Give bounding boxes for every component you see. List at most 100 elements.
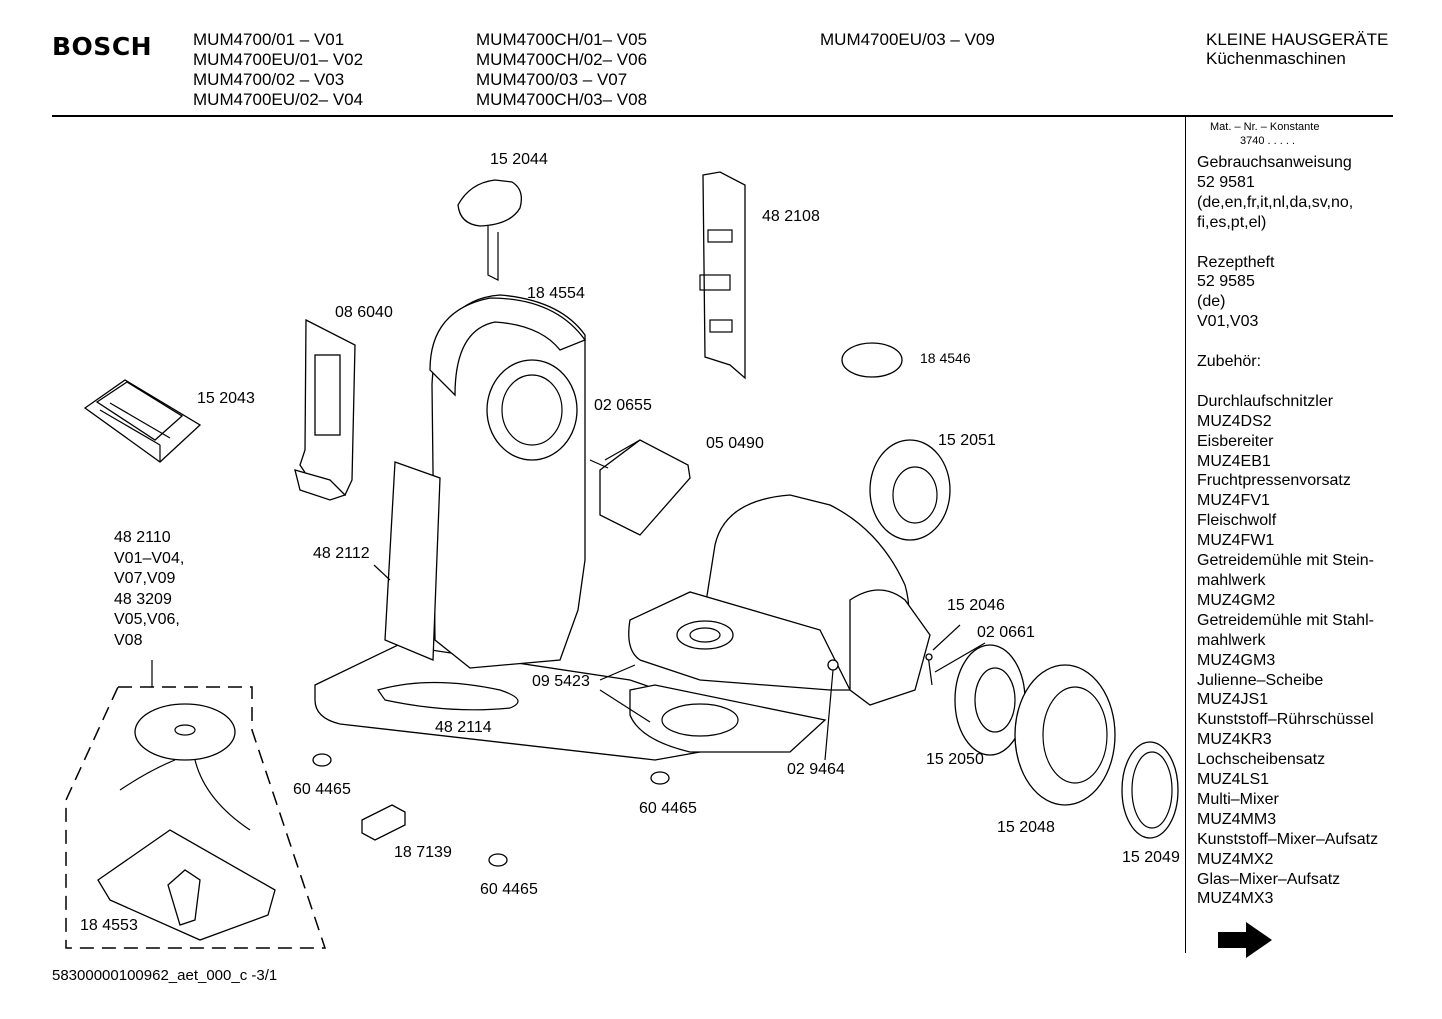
sidebar-line: Zubehör:	[1197, 353, 1262, 371]
part-label: 48 2108	[762, 208, 820, 225]
part-15-2049-drawing	[1121, 741, 1179, 839]
sidebar-line: Getreidemühle mit Stahl-	[1197, 611, 1374, 629]
part-label: 48 2112	[313, 545, 370, 562]
part-label: 18 7139	[394, 844, 452, 861]
sidebar-line: MUZ4MX2	[1197, 850, 1274, 868]
model-entry: MUM4700CH/01– V05	[476, 30, 648, 49]
part-label: V01–V04,	[114, 549, 185, 567]
part-label: 02 0661	[977, 624, 1035, 641]
part-60-4465-drawing	[312, 753, 670, 867]
model-list-col2: MUM4700CH/01– V05 MUM4700CH/02– V06 MUM4…	[476, 30, 647, 110]
model-list-col1: MUM4700/01 – V01 MUM4700EU/01– V02 MUM47…	[193, 30, 363, 110]
brand-logo: BOSCH	[52, 32, 153, 61]
sidebar-line: Gebrauchsanweisung	[1197, 154, 1352, 171]
sidebar-line: Lochscheibensatz	[1197, 751, 1326, 769]
sidebar-line: (de,en,fr,it,nl,da,sv,no,	[1197, 193, 1354, 211]
sidebar-line: Multi–Mixer	[1197, 790, 1279, 808]
sidebar-line: MUZ4LS1	[1197, 771, 1270, 789]
category-block: KLEINE HAUSGERÄTE Küchenmaschinen	[1206, 30, 1388, 68]
model-list-col3: MUM4700EU/03 – V09	[820, 30, 995, 50]
model-entry: MUM4700EU/02– V04	[193, 90, 364, 109]
part-label: 60 4465	[639, 800, 697, 817]
part-02-0655-drawing	[589, 459, 609, 469]
part-label: 15 2043	[197, 390, 255, 407]
part-15-2051-drawing	[869, 439, 951, 541]
sidebar-line: MUZ4KR3	[1197, 731, 1272, 749]
sidebar-line: fi,es,pt,el)	[1197, 213, 1267, 231]
part-label: 18 4546	[920, 350, 971, 366]
part-label: 48 2114	[435, 719, 492, 736]
category-title: KLEINE HAUSGERÄTE	[1206, 30, 1389, 49]
part-label: 02 9464	[787, 761, 845, 778]
model-entry: MUM4700CH/03– V08	[476, 90, 648, 109]
part-label: V05,V06,	[114, 611, 180, 628]
model-entry: MUM4700EU/03 – V09	[820, 30, 995, 49]
part-05-0490-drawing	[599, 439, 691, 536]
category-subtitle: Küchenmaschinen	[1206, 49, 1346, 68]
model-entry: MUM4700CH/02– V06	[476, 50, 648, 69]
sidebar-line	[1197, 332, 1378, 352]
part-label: 08 6040	[335, 304, 393, 321]
header-rule	[52, 115, 1393, 117]
part-label: 15 2046	[947, 597, 1005, 614]
part-02-9464-drawing	[827, 659, 839, 671]
part-48-2112-drawing	[384, 461, 441, 661]
sidebar-line: Fruchtpressenvorsatz	[1197, 472, 1351, 490]
sidebar-line: 52 9581	[1197, 173, 1255, 191]
sidebar-line	[1197, 372, 1378, 392]
model-entry: MUM4700EU/01– V02	[193, 50, 364, 69]
sidebar-line: MUZ4MM3	[1197, 810, 1277, 828]
sidebar-line: MUZ4GM2	[1197, 591, 1276, 609]
material-number-value: 3740 . . . . .	[1240, 135, 1296, 147]
sidebar-line	[1197, 233, 1378, 253]
sidebar-line: MUZ4EB1	[1197, 452, 1271, 470]
part-15-2043-drawing	[83, 379, 202, 463]
sidebar-line: mahlwerk	[1197, 631, 1266, 649]
part-label: 48 3209	[114, 590, 172, 608]
sidebar-line: Rezeptheft	[1197, 253, 1275, 271]
model-entry: MUM4700/01 – V01	[193, 30, 345, 49]
sidebar-line: Fleischwolf	[1197, 512, 1277, 530]
part-48-2108-drawing	[699, 171, 746, 380]
sidebar-accessory-list: Gebrauchsanweisung 52 9581 (de,en,fr,it,…	[1197, 153, 1378, 909]
model-entry: MUM4700/02 – V03	[193, 70, 345, 89]
sidebar-line: (de)	[1197, 293, 1226, 311]
part-18-4554-drawing	[429, 294, 587, 669]
part-motor-housing-drawing	[628, 494, 931, 753]
sidebar-line: MUZ4GM3	[1197, 651, 1276, 669]
sidebar-line: MUZ4DS2	[1197, 412, 1272, 430]
next-page-arrow-icon[interactable]	[1216, 920, 1276, 960]
part-label: 02 0655	[594, 397, 652, 414]
sidebar-line: MUZ4FW1	[1197, 532, 1275, 550]
sidebar-line: mahlwerk	[1197, 571, 1266, 589]
part-18-7139-drawing	[361, 804, 406, 841]
sidebar-line: Kunststoff–Mixer–Aufsatz	[1197, 830, 1379, 848]
part-label: 15 2044	[490, 151, 548, 168]
part-18-4546-drawing	[841, 342, 903, 378]
sidebar-divider	[1185, 117, 1186, 953]
sidebar-line: Julienne–Scheibe	[1197, 671, 1324, 689]
part-label: 60 4465	[480, 881, 538, 898]
part-label: 18 4553	[80, 917, 138, 934]
detail-inset-drawing	[65, 686, 327, 949]
sidebar-line: Getreidemühle mit Stein-	[1197, 552, 1374, 570]
part-label-block: 48 2110 V01–V04, V07,V09 48 3209 V05,V06…	[114, 528, 184, 651]
material-number-label: Mat. – Nr. – Konstante	[1210, 121, 1320, 133]
part-label: 15 2051	[938, 432, 996, 449]
part-08-6040-drawing	[294, 318, 356, 501]
part-label: 48 2110	[114, 529, 171, 546]
sidebar-line: V01,V03	[1197, 313, 1259, 331]
sidebar-line: Kunststoff–Rührschüssel	[1197, 711, 1374, 729]
sidebar-line: MUZ4FV1	[1197, 492, 1270, 510]
part-label: 60 4465	[293, 781, 351, 798]
model-entry: MUM4700/03 – V07	[476, 70, 628, 89]
part-label: V08	[114, 631, 143, 649]
part-15-2044-drawing	[457, 179, 523, 281]
part-label: V07,V09	[114, 570, 176, 587]
exploded-parts-drawing	[65, 171, 1179, 949]
part-label: 18 4554	[527, 285, 585, 302]
part-label: 15 2048	[997, 819, 1055, 836]
sidebar-line: 52 9585	[1197, 273, 1255, 291]
part-label: 09 5423	[532, 673, 590, 690]
sidebar-line: Durchlaufschnitzler	[1197, 392, 1334, 410]
